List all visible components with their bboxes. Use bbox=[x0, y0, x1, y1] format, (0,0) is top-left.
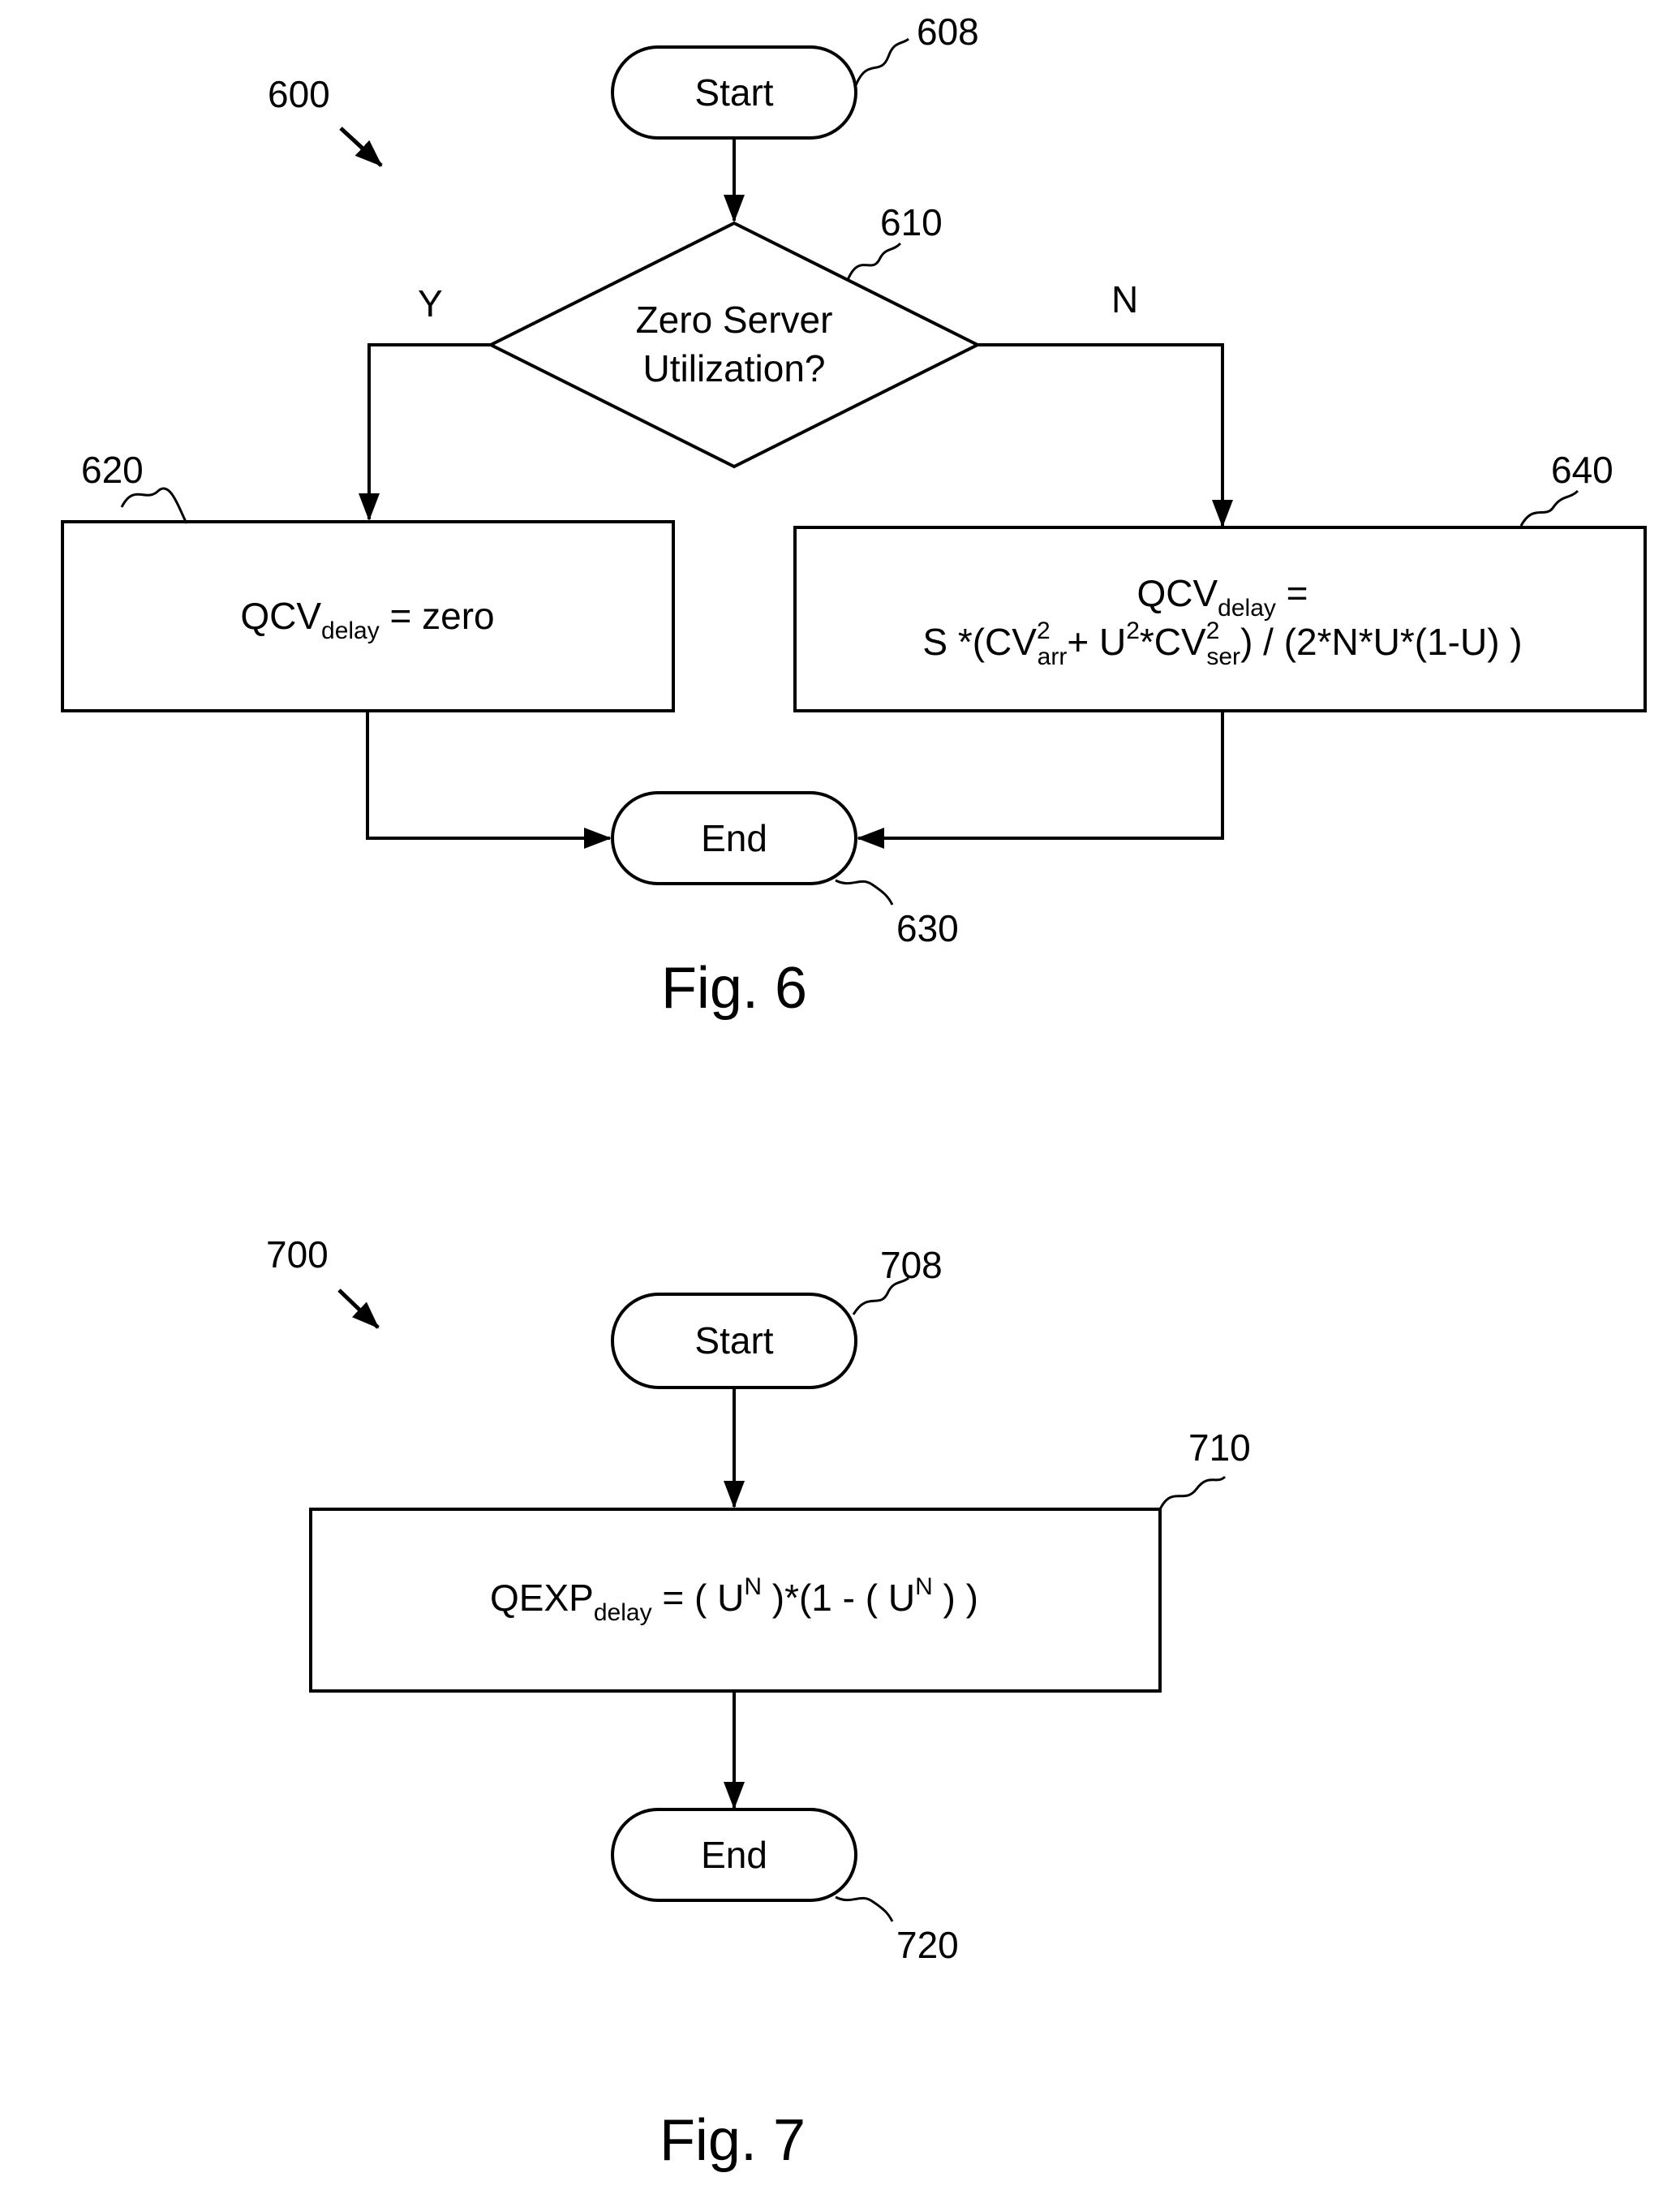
ref-720: 720 bbox=[896, 1924, 959, 1966]
connector-no bbox=[977, 345, 1222, 526]
start-label: Start bbox=[694, 1319, 773, 1362]
ref-610: 610 bbox=[880, 201, 943, 243]
formula-part: )*(1 - ( U bbox=[762, 1577, 915, 1619]
leader-608 bbox=[856, 39, 909, 85]
figure-caption-7: Fig. 7 bbox=[660, 2108, 806, 2173]
qexp-formula: QEXPdelay = ( UN )*(1 - ( UN ) ) bbox=[490, 1573, 978, 1626]
formula-sup: 2 bbox=[1206, 617, 1220, 644]
formula-part: = ( U bbox=[652, 1577, 745, 1619]
end-label: End bbox=[701, 817, 767, 859]
ref-710: 710 bbox=[1188, 1426, 1251, 1469]
process-box-620 bbox=[62, 522, 673, 711]
formula-sub: arr bbox=[1038, 643, 1068, 670]
decision-line1: Zero Server bbox=[636, 299, 833, 341]
decision-line2: Utilization? bbox=[643, 347, 826, 389]
leader-610 bbox=[848, 243, 900, 280]
decision-diamond bbox=[491, 223, 977, 467]
ref-608: 608 bbox=[917, 11, 979, 53]
formula-sub: delay bbox=[321, 617, 380, 644]
start-label: Start bbox=[694, 71, 773, 114]
ref-620: 620 bbox=[81, 449, 144, 491]
diagram-ref-arrow bbox=[341, 128, 381, 166]
figure-caption-6: Fig. 6 bbox=[661, 956, 807, 1021]
formula-sub: delay bbox=[1218, 595, 1276, 622]
connector-640-end bbox=[858, 711, 1222, 838]
formula-sup: N bbox=[744, 1573, 762, 1600]
formula-sup: 2 bbox=[1126, 617, 1140, 644]
leader-710 bbox=[1160, 1477, 1225, 1509]
formula-expr: = zero bbox=[380, 595, 495, 637]
end-label: End bbox=[701, 1834, 767, 1876]
formula-sub: delay bbox=[594, 1599, 652, 1626]
formula-sup: N bbox=[915, 1573, 933, 1600]
connector-yes bbox=[369, 345, 491, 519]
formula-part: *CV bbox=[1140, 621, 1206, 663]
leader-640 bbox=[1521, 491, 1578, 526]
leader-630 bbox=[836, 880, 892, 905]
formula-part: S *(CV bbox=[922, 621, 1037, 663]
formula-part: ) ) bbox=[933, 1577, 978, 1619]
leader-720 bbox=[836, 1897, 892, 1921]
figure-6: 600 Start 608 Zero Server Utilization? 6… bbox=[62, 11, 1645, 1021]
yes-label: Y bbox=[418, 282, 443, 325]
formula-var: QEXP bbox=[490, 1577, 594, 1619]
formula-part: + U bbox=[1067, 621, 1126, 663]
ref-630: 630 bbox=[896, 907, 959, 949]
ref-640: 640 bbox=[1551, 449, 1613, 491]
diagram-ref-700: 700 bbox=[266, 1233, 329, 1276]
leader-620 bbox=[122, 488, 187, 523]
formula-var: QCV bbox=[240, 595, 321, 637]
formula-eq: = bbox=[1276, 572, 1308, 614]
formula-sub: ser bbox=[1206, 643, 1240, 670]
connector-620-end bbox=[367, 711, 610, 838]
formula-sup: 2 bbox=[1037, 617, 1051, 644]
formula-part: ) / (2*N*U*(1-U) ) bbox=[1240, 621, 1523, 663]
diagram-ref-arrow bbox=[339, 1290, 378, 1327]
ref-708: 708 bbox=[880, 1244, 943, 1286]
diagram-ref-600: 600 bbox=[268, 73, 330, 115]
figure-7: 700 Start 708 710 QEXPdelay = ( UN )*(1 … bbox=[266, 1233, 1251, 2173]
formula-var: QCV bbox=[1136, 572, 1218, 614]
no-label: N bbox=[1111, 278, 1138, 321]
